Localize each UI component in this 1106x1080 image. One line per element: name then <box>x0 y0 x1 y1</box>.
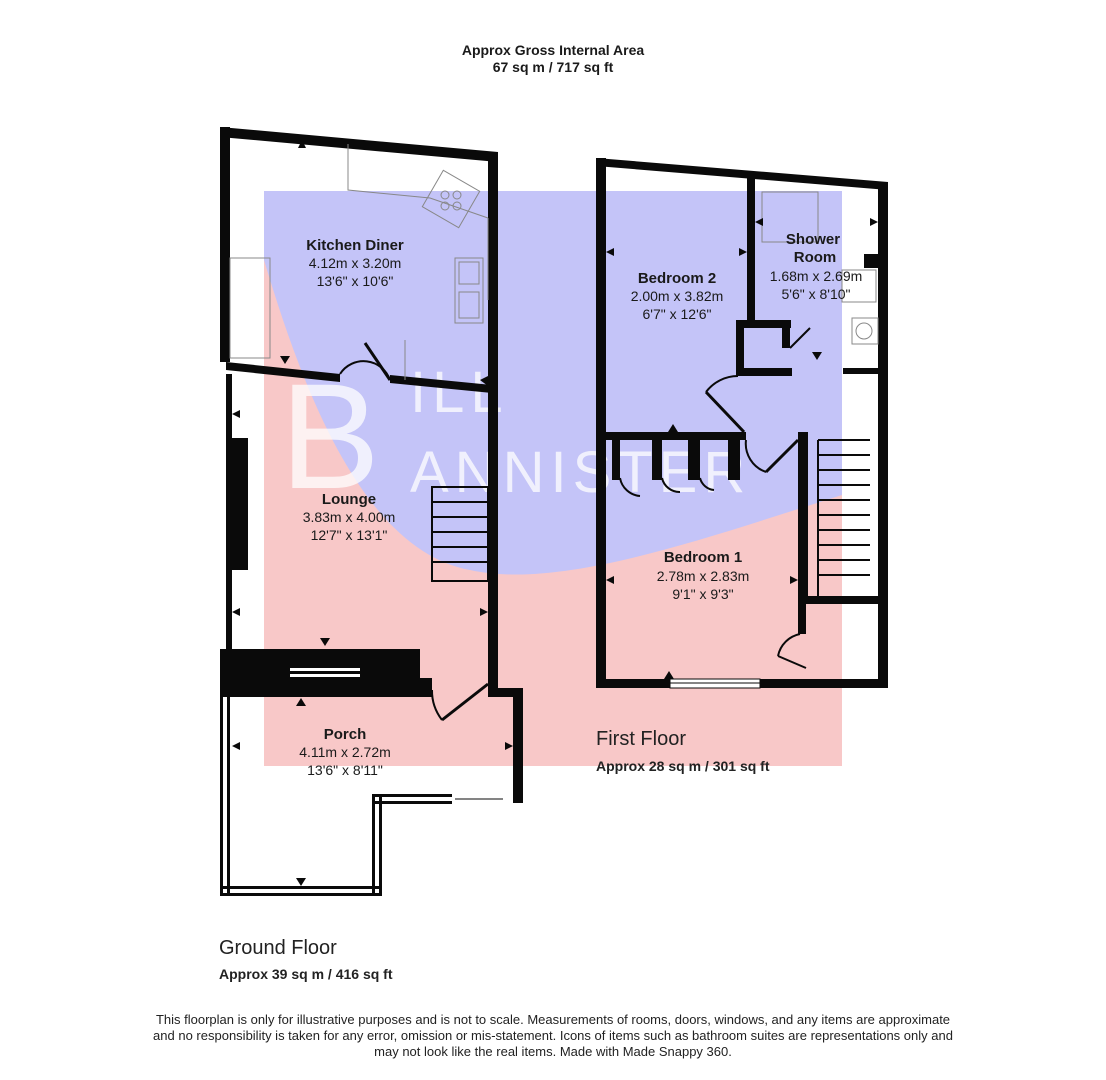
room-shower-name-1: Shower <box>786 231 840 248</box>
disclaimer: This floorplan is only for illustrative … <box>153 1012 953 1060</box>
room-shower-imperial: 5'6" x 8'10" <box>782 286 851 302</box>
room-kitchen: Kitchen Diner 4.12m x 3.20m 13'6" x 10'6… <box>306 237 404 289</box>
room-bedroom2-name: Bedroom 2 <box>638 270 716 287</box>
disclaimer-line-3: may not look like the real items. Made w… <box>374 1044 732 1059</box>
room-porch-metric: 4.11m x 2.72m <box>299 744 391 760</box>
room-bedroom1-imperial: 9'1" x 9'3" <box>672 586 733 602</box>
room-kitchen-imperial: 13'6" x 10'6" <box>317 273 394 289</box>
disclaimer-line-1: This floorplan is only for illustrative … <box>155 1012 951 1027</box>
room-bedroom2-imperial: 6'7" x 12'6" <box>643 306 712 322</box>
room-lounge-name: Lounge <box>322 491 376 508</box>
room-bedroom1-name: Bedroom 1 <box>664 549 742 566</box>
room-shower-metric: 1.68m x 2.69m <box>770 268 863 284</box>
room-lounge: Lounge 3.83m x 4.00m 12'7" x 13'1" <box>303 491 396 543</box>
room-shower-name-2: Room <box>794 249 837 266</box>
room-lounge-imperial: 12'7" x 13'1" <box>311 527 388 543</box>
room-porch-name: Porch <box>324 726 367 743</box>
ground-floor-walls <box>220 127 523 896</box>
ground-floor-label: Ground Floor <box>219 937 337 959</box>
room-bedroom2: Bedroom 2 2.00m x 3.82m 6'7" x 12'6" <box>631 270 724 322</box>
gross-area-title: Approx Gross Internal Area <box>461 42 645 58</box>
room-kitchen-metric: 4.12m x 3.20m <box>309 255 402 271</box>
ground-floor-area: Approx 39 sq m / 416 sq ft <box>219 966 393 982</box>
gross-area-value: 67 sq m / 717 sq ft <box>492 59 614 75</box>
room-porch: Porch 4.11m x 2.72m 13'6" x 8'11" <box>299 726 391 778</box>
first-floor-area: Approx 28 sq m / 301 sq ft <box>596 758 770 774</box>
svg-text:ANNISTER: ANNISTER <box>410 440 751 505</box>
first-floor-label: First Floor <box>596 728 686 750</box>
room-bedroom1-metric: 2.78m x 2.83m <box>657 568 750 584</box>
room-shower: Shower Room 1.68m x 2.69m 5'6" x 8'10" <box>770 231 863 302</box>
room-bedroom2-metric: 2.00m x 3.82m <box>631 288 724 304</box>
room-kitchen-name: Kitchen Diner <box>306 237 404 254</box>
room-porch-imperial: 13'6" x 8'11" <box>307 762 383 778</box>
room-bedroom1: Bedroom 1 2.78m x 2.83m 9'1" x 9'3" <box>657 549 750 602</box>
room-lounge-metric: 3.83m x 4.00m <box>303 509 396 525</box>
disclaimer-line-2: and no responsibility is taken for any e… <box>153 1028 953 1043</box>
